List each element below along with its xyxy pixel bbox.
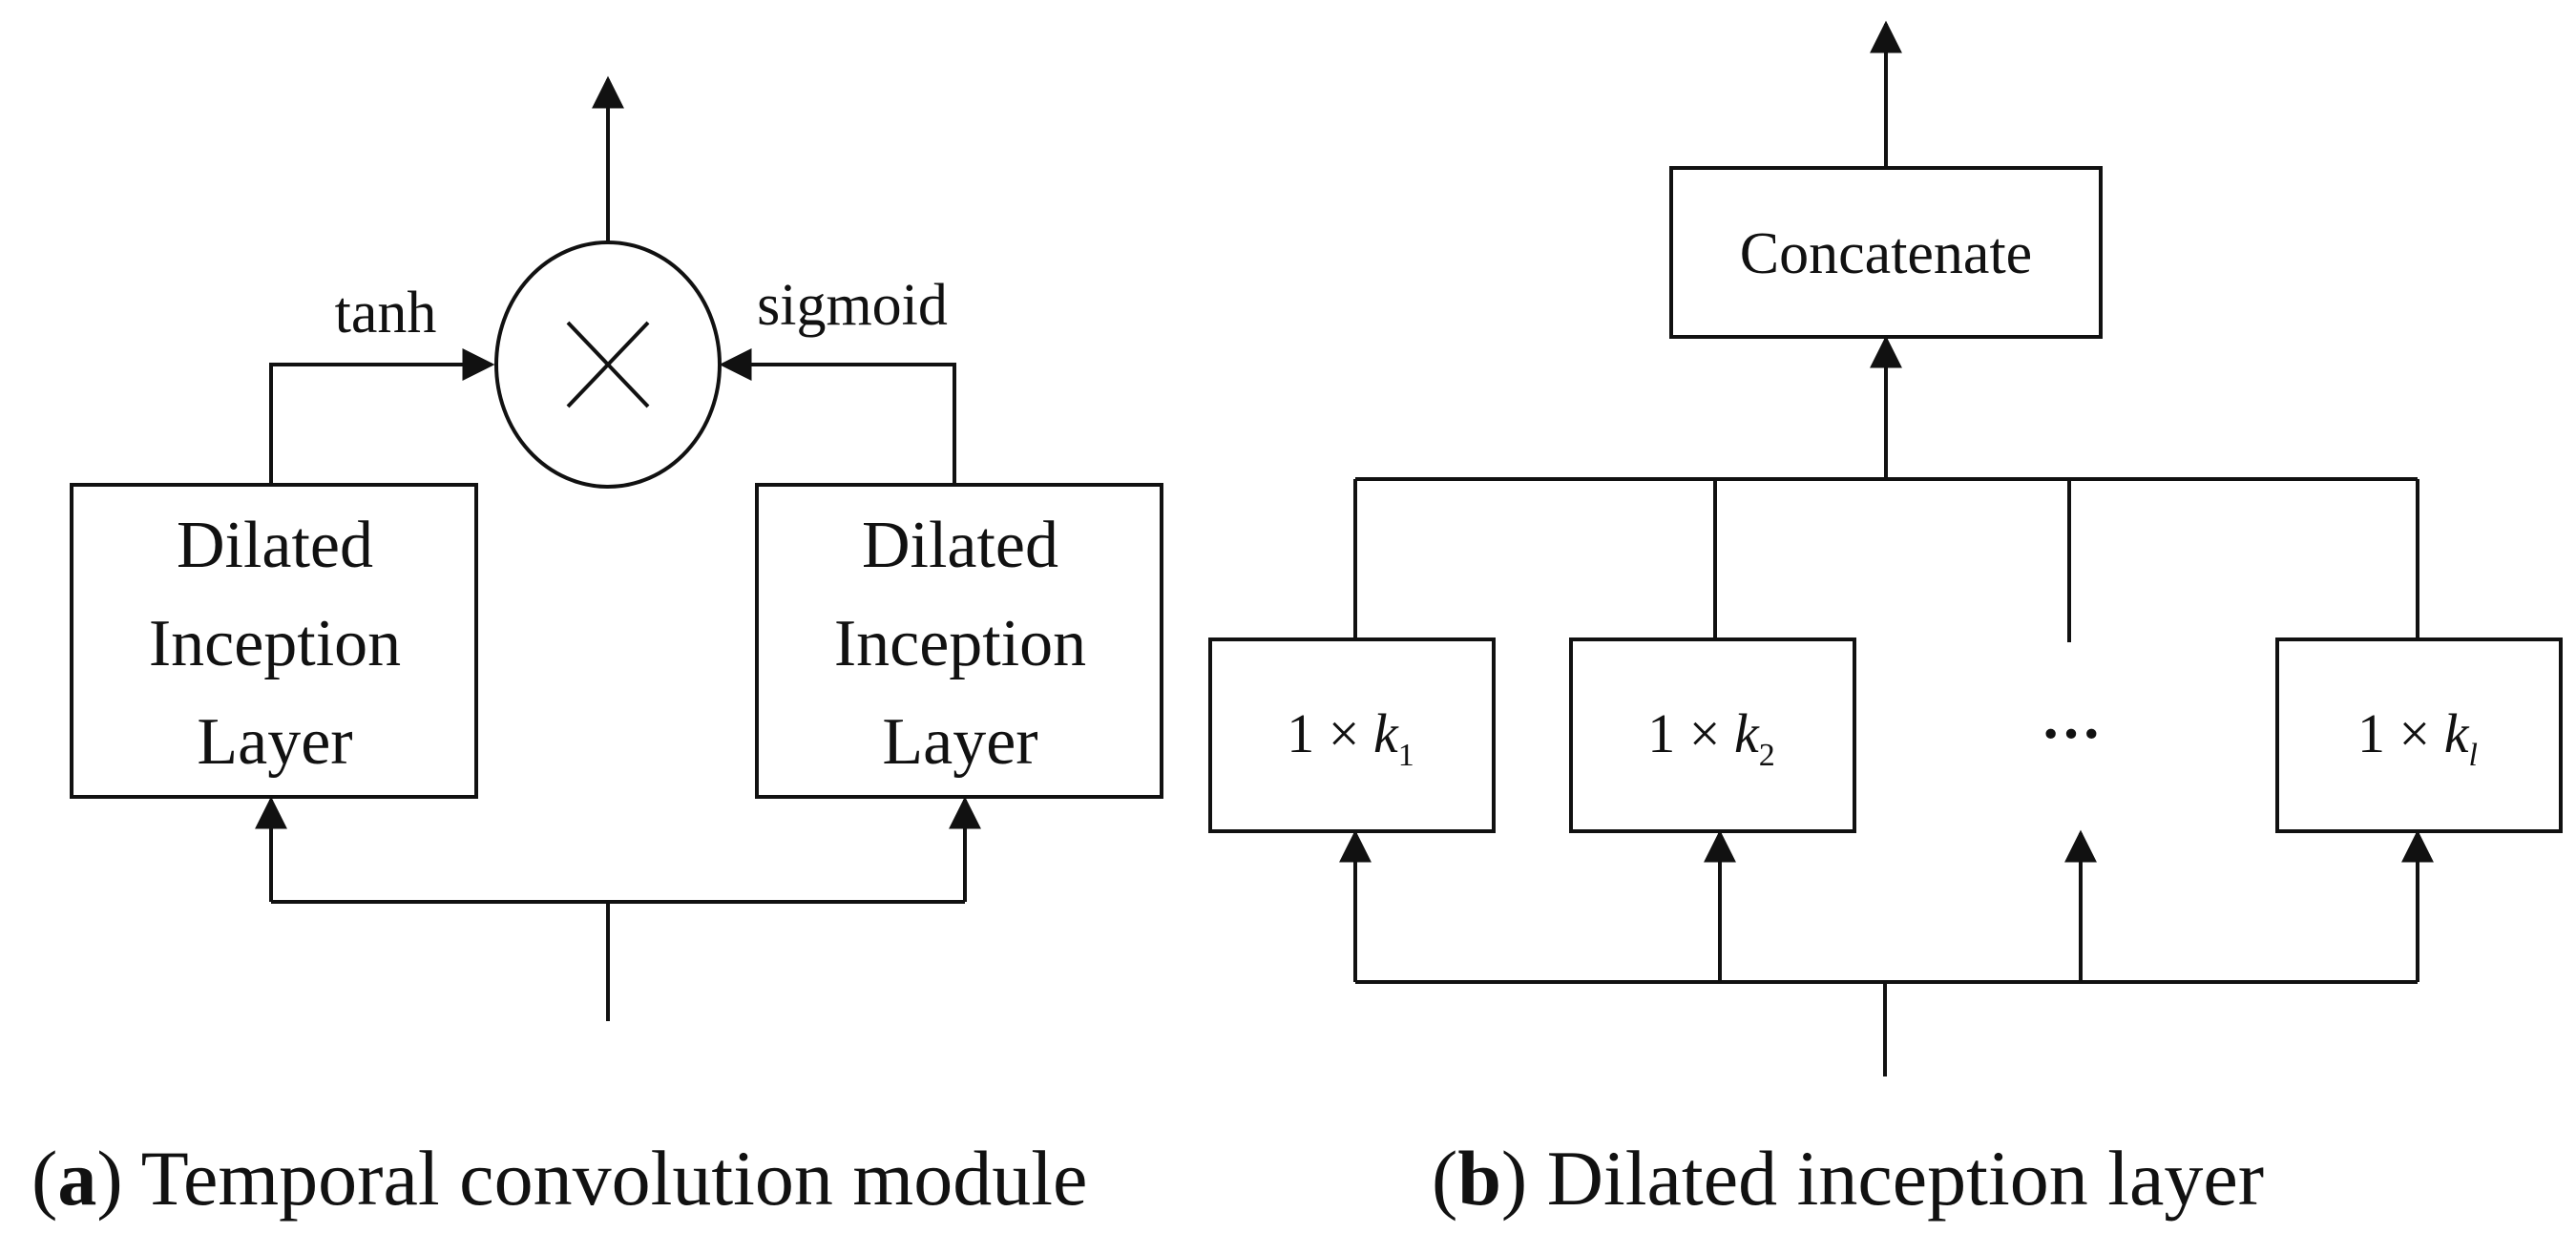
left-box-line-3: Layer	[197, 705, 352, 779]
right-box-line-2: Inception	[834, 607, 1086, 680]
kernel-sub-2: 2	[1759, 738, 1775, 773]
caption-a-text: Temporal convolution module	[123, 1135, 1088, 1222]
sigmoid-connector	[719, 348, 956, 485]
kernel-var-1: k	[1373, 702, 1399, 764]
right-box-line-3: Layer	[882, 705, 1037, 779]
panel-a	[70, 75, 1163, 1021]
sigmoid-label: sigmoid	[757, 273, 948, 338]
multiply-cross-2	[566, 321, 650, 408]
panel-b	[1208, 20, 2563, 1076]
tanh-label: tanh	[335, 281, 437, 345]
kernel-prefix-2: 1 ×	[1647, 702, 1734, 764]
caption-a: (a) Temporal convolution module	[31, 1135, 1087, 1222]
tanh-connector	[269, 348, 495, 485]
right-box-line-1: Dilated	[862, 509, 1058, 582]
kernel-sub-1: 1	[1398, 738, 1414, 773]
concatenate-label: Concatenate	[1740, 221, 2032, 286]
kernel-label-l: 1 × kl	[2357, 702, 2478, 773]
kernel-label-1: 1 × k1	[1287, 702, 1414, 773]
kernel-label-2: 1 × k2	[1647, 702, 1774, 773]
ellipsis-label: ···	[2041, 700, 2102, 767]
left-box-line-2: Inception	[149, 607, 401, 680]
kernel-var-2: k	[1734, 702, 1760, 764]
kernel-prefix-l: 1 ×	[2357, 702, 2444, 764]
caption-b-letter: b	[1457, 1135, 1501, 1222]
dilated-inception-box-right	[755, 483, 1163, 799]
caption-b: (b) Dilated inception layer	[1432, 1135, 2264, 1222]
kernel-box-2	[1569, 637, 1856, 833]
caption-b-text: Dilated inception layer	[1527, 1135, 2264, 1222]
dilated-inception-box-left	[70, 483, 478, 799]
kernel-box-1	[1208, 637, 1496, 833]
kernel-var-l: k	[2444, 702, 2470, 764]
kernel-sub-l: l	[2469, 738, 2478, 773]
kernel-prefix-1: 1 ×	[1287, 702, 1373, 764]
caption-a-letter: a	[57, 1135, 96, 1222]
left-box-line-1: Dilated	[177, 509, 373, 582]
